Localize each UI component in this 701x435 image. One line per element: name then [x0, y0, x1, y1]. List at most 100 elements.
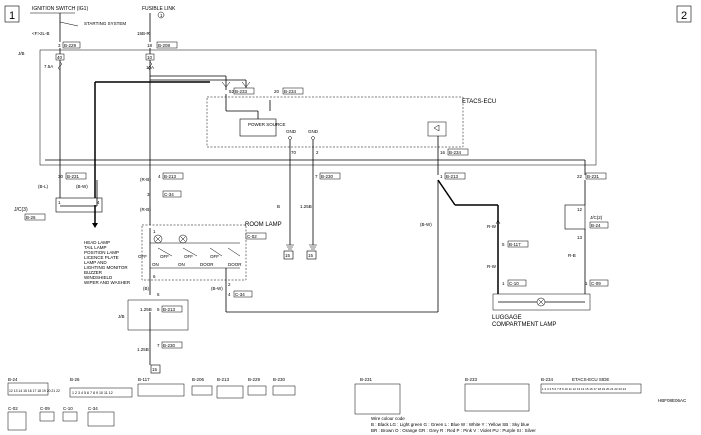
wire-label-b: B [277, 204, 280, 209]
pin-70: 70 [291, 150, 297, 155]
etacs-ecu-label: ETACS-ECU [462, 99, 496, 105]
svg-text:OFF: OFF [160, 254, 169, 259]
connector-b234b [447, 148, 469, 156]
connector-b213b [444, 172, 466, 180]
jb-bottom-label: J/B [118, 314, 125, 319]
ground-15-c [150, 364, 161, 374]
etacs-ecu-box [206, 96, 464, 148]
fuse-40-label: 40 [57, 55, 63, 60]
page-number-left: 1 [9, 10, 15, 22]
pin-1-c10: 1 [502, 281, 505, 286]
svg-text:B-24: B-24 [8, 377, 18, 382]
wire-colour-code: Wire colour code B : Black LG : Light gr… [371, 416, 536, 433]
connector-b230 [319, 172, 341, 180]
connector-c34-label: C-34 [164, 192, 174, 197]
connector-b213c-label: B-213 [163, 307, 176, 312]
svg-text:POSITION LAMP: POSITION LAMP [84, 250, 119, 255]
connector-b234 [282, 87, 304, 95]
wire-label-bw2: (B-W) [211, 286, 223, 291]
jc3-box [55, 197, 103, 213]
room-lamp-switch: OFF ON OFF ON OFF DOOR OFF DOOR [138, 254, 242, 267]
room-lamp-label: ROOM LAMP [245, 222, 282, 228]
svg-text:B-117: B-117 [138, 377, 150, 382]
connector-c02 [245, 232, 267, 240]
pin-3: 3 [58, 43, 61, 48]
svg-text:15: 15 [308, 253, 314, 258]
jc3-label: J/C(3) [14, 207, 28, 213]
fuse-10-label: 10 [147, 55, 153, 60]
fusible-link-label: FUSIBLE LINK [142, 6, 176, 12]
etacs-transistor-box [427, 121, 447, 137]
wire-label-rw2: R-W [487, 264, 497, 269]
svg-text:Wire colour code: Wire colour code [371, 416, 405, 421]
wire-2lb-label: <F>2L-B [32, 31, 50, 36]
connector-b117-label: B-117 [509, 242, 521, 247]
pin-30: 30 [58, 174, 64, 179]
pin-18: 18 [147, 43, 153, 48]
gnd-label-1: GND [286, 129, 297, 134]
connector-b208-label: B-208 [158, 43, 171, 48]
connector-b233 [233, 87, 255, 95]
svg-text:OFF: OFF [184, 254, 193, 259]
drawing-code: HBF08E06AC [658, 398, 687, 403]
pin-1-c09: 1 [585, 281, 588, 286]
jc2-pin-b: 13 [577, 235, 583, 240]
page-number-box-right [676, 5, 692, 23]
pin-4-b213: 4 [158, 174, 161, 179]
connector-b213 [162, 172, 184, 180]
connector-c34b-label: C-34 [235, 292, 245, 297]
fuse-40 [55, 53, 65, 61]
svg-text:B-234: B-234 [541, 377, 554, 382]
ground-15-a [283, 250, 294, 260]
jc2-box [564, 204, 586, 230]
connector-c10 [507, 279, 527, 287]
connector-b233-label: B-233 [235, 89, 248, 94]
ground-15-b [306, 250, 317, 260]
svg-text:OFF: OFF [138, 254, 147, 259]
svg-text:OFF: OFF [210, 254, 219, 259]
svg-text:B-229: B-229 [248, 377, 261, 382]
pin-5-b117: 5 [502, 242, 505, 247]
jc2-label: J/C(2) [590, 215, 603, 220]
connector-b229-label: B-229 [64, 43, 77, 48]
fuse-10 [145, 53, 155, 61]
wire-label-125b-3: 1.25B [300, 204, 312, 209]
svg-text:B-233: B-233 [465, 377, 478, 382]
power-source-label: POWER SOURCE [248, 122, 286, 127]
connector-c10-label: C-10 [509, 281, 519, 286]
connector-b231b-label: B-231 [587, 174, 600, 179]
connector-c09 [589, 279, 609, 287]
connector-b213c [161, 305, 183, 313]
connector-c34b [233, 290, 253, 298]
jc3-pin-a: 1 [58, 200, 61, 205]
svg-text:B-213: B-213 [217, 377, 230, 382]
wire-label-bw3: (B-W) [420, 222, 432, 227]
svg-text:LIGHTING MONITOR: LIGHTING MONITOR [84, 265, 128, 270]
room-pin-1: 1 [153, 229, 156, 234]
svg-text:WINDSHIELD: WINDSHIELD [84, 275, 113, 280]
connector-b231-label: B-231 [67, 174, 80, 179]
wire-label-bw: (B-W) [76, 184, 88, 189]
svg-text:TAIL LAMP: TAIL LAMP [84, 245, 107, 250]
pin-4-c34: 4 [228, 292, 231, 297]
headlamp-system-list: HEAD LAMP TAIL LAMP POSITION LAMP LICENC… [84, 240, 131, 285]
svg-text:DOOR: DOOR [200, 262, 214, 267]
wire-label-b-room: (B) [143, 286, 150, 291]
svg-text:HEAD LAMP: HEAD LAMP [84, 240, 110, 245]
svg-text:B : Black LG : Light green: B : Black LG : Light green G : Green L :… [371, 422, 530, 427]
luggage-lamp-label-2: COMPARTMENT LAMP [492, 322, 556, 328]
pin-7: 7 [315, 174, 318, 179]
svg-text:1 2 3 4 5 6 7 8 9 10 11 12 13: 1 2 3 4 5 6 7 8 9 10 11 12 13 14 15 16 1… [542, 387, 626, 391]
connector-b231 [65, 172, 87, 180]
wire-label-125b-2: 1.25B [137, 347, 149, 352]
connector-b208 [156, 41, 178, 49]
svg-text:15: 15 [152, 367, 158, 372]
svg-text:B-231: B-231 [360, 377, 373, 382]
ignition-switch-label: IGNITION SWITCH (IG1) [32, 6, 88, 12]
svg-text:12 13 14 15 16 17 18 19 20 21: 12 13 14 15 16 17 18 19 20 21 22 [9, 389, 60, 393]
connector-b230-label: B-230 [321, 174, 334, 179]
jc3-pin-b: 4 [97, 200, 100, 205]
wire-label-rb1: (R-B) [140, 177, 151, 182]
fusible-link-circle [157, 11, 165, 19]
